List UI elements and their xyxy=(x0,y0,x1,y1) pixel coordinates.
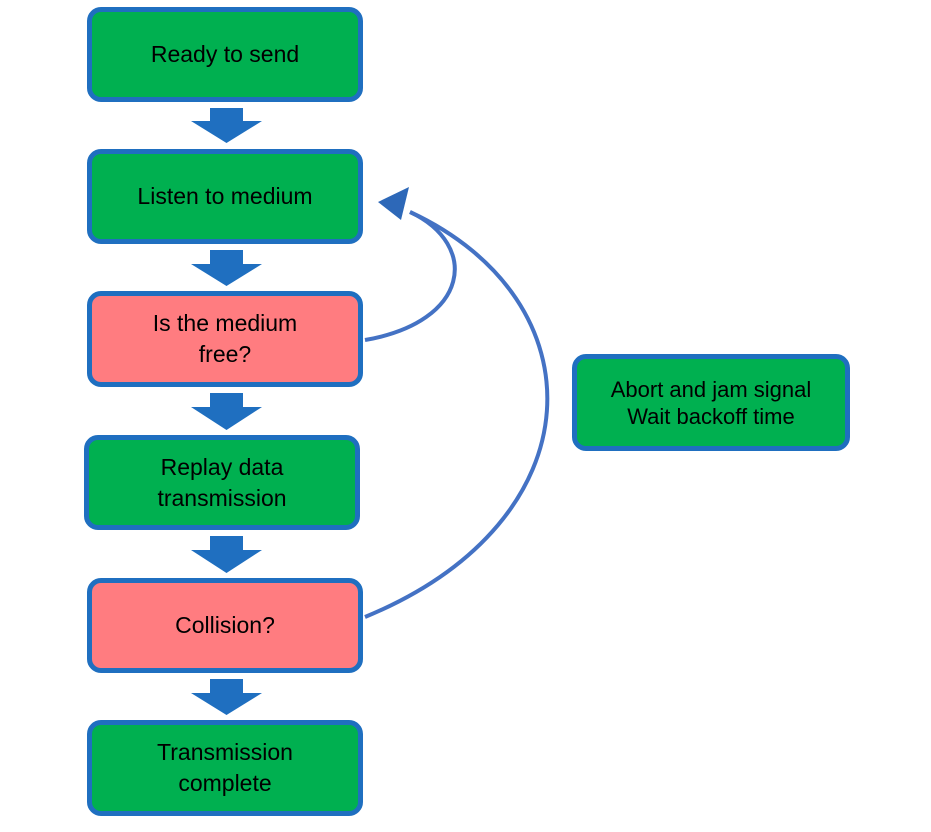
node-transmission-complete: Transmission complete xyxy=(87,720,363,816)
node-listen-to-medium: Listen to medium xyxy=(87,149,363,244)
down-arrow-4 xyxy=(191,536,262,573)
node-ready-to-send-label: Ready to send xyxy=(150,41,300,67)
decision-collision: Collision? xyxy=(87,578,363,673)
decision-collision-label: Collision? xyxy=(175,612,275,638)
node-listen-to-medium-label: Listen to medium xyxy=(137,183,313,209)
down-arrow-1 xyxy=(191,108,262,143)
down-arrow-2 xyxy=(191,250,262,286)
node-ready-to-send: Ready to send xyxy=(87,7,363,102)
node-transmission-complete-label: Transmission complete xyxy=(157,739,293,796)
node-replay-data-transmission-label: Replay data transmission xyxy=(157,453,287,511)
curve-collision-to-listen xyxy=(364,210,550,619)
down-arrow-5 xyxy=(191,679,262,715)
decision-medium-free: Is the medium free? xyxy=(87,291,363,387)
node-abort-and-jam: Abort and jam signal Wait backoff time xyxy=(572,354,850,451)
node-abort-and-jam-label: Abort and jam signal Wait backoff time xyxy=(610,376,812,429)
curve-arrowhead xyxy=(378,187,409,220)
down-arrow-3 xyxy=(191,393,262,430)
node-replay-data-transmission: Replay data transmission xyxy=(84,435,360,530)
decision-medium-free-label: Is the medium free? xyxy=(152,310,298,367)
curve-medium-free-to-listen xyxy=(364,210,457,342)
